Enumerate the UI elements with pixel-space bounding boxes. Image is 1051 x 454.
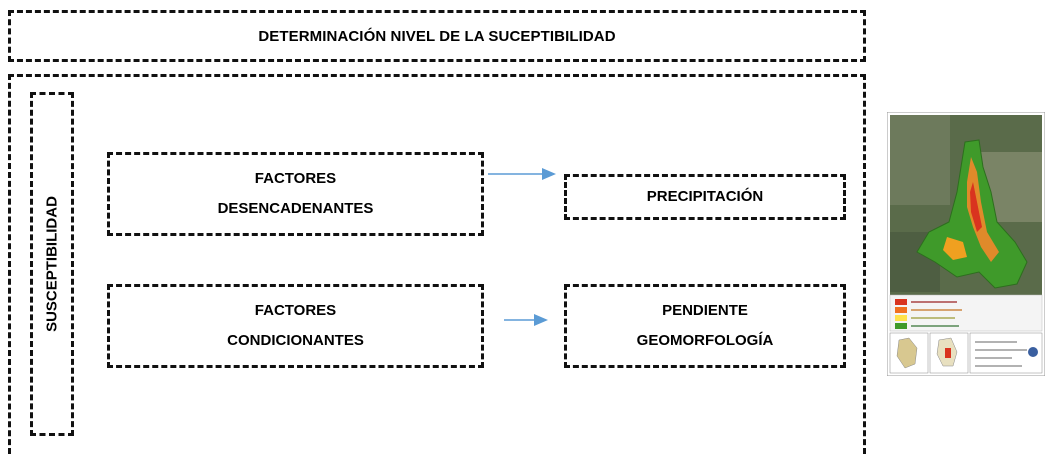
slope-geomorphology-box: PENDIENTE GEOMORFOLOGÍA <box>564 284 846 368</box>
arrow-right-icon <box>488 168 556 180</box>
geomorphology-label: GEOMORFOLOGÍA <box>636 332 774 349</box>
susceptibility-label: SUSCEPTIBILIDAD <box>43 196 61 332</box>
diagram-title: DETERMINACIÓN NIVEL DE LA SUCEPTIBILIDAD <box>258 27 616 45</box>
precipitation-label: PRECIPITACIÓN <box>646 188 764 205</box>
susceptibility-map-thumbnail-icon <box>887 112 1045 376</box>
triggering-factors-text: FACTORES DESENCADENANTES <box>218 164 374 224</box>
slope-geomorphology-text: PENDIENTE GEOMORFOLOGÍA <box>637 296 774 356</box>
conditioning-factors-box: FACTORES CONDICIONANTES <box>107 284 484 368</box>
conditioning-factors-text: FACTORES CONDICIONANTES <box>227 296 364 356</box>
conditioning-factors-line2: CONDICIONANTES <box>227 332 364 349</box>
slope-label: PENDIENTE <box>662 302 748 319</box>
triggering-factors-box: FACTORES DESENCADENANTES <box>107 152 484 236</box>
triggering-factors-line2: DESENCADENANTES <box>217 200 374 217</box>
title-box: DETERMINACIÓN NIVEL DE LA SUCEPTIBILIDAD <box>8 10 866 62</box>
precipitation-box: PRECIPITACIÓN <box>564 174 846 220</box>
susceptibility-box: SUSCEPTIBILIDAD <box>30 92 74 436</box>
triggering-factors-line1: FACTORES <box>254 170 337 187</box>
outer-container <box>8 74 866 454</box>
conditioning-factors-line1: FACTORES <box>254 302 337 319</box>
arrow-right-icon <box>504 314 548 326</box>
